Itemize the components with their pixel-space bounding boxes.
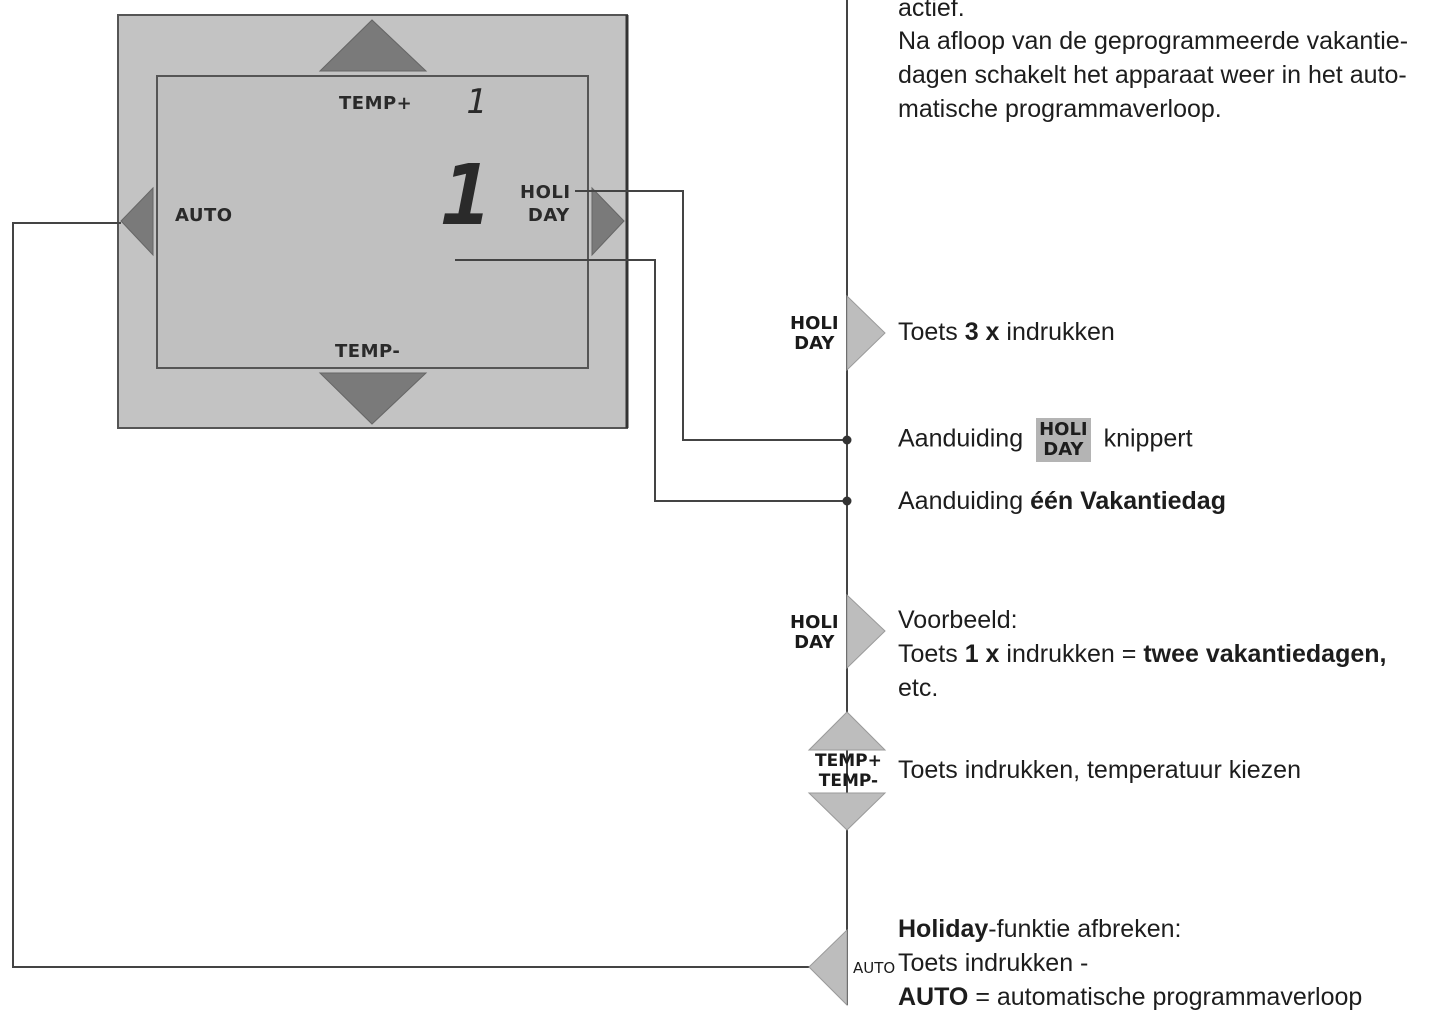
- lcd-holi-text: HOLI: [520, 182, 571, 203]
- step5-key-label: TEMP+ TEMP-: [815, 751, 882, 791]
- step4-key-line1: HOLI: [790, 612, 839, 633]
- step-auto-arrow: [808, 928, 848, 1007]
- step4-line-3: etc.: [898, 674, 939, 702]
- auto-button[interactable]: [120, 186, 154, 257]
- temp-minus-button[interactable]: [318, 372, 428, 425]
- step2-post: knippert: [1103, 424, 1193, 453]
- intro-line-1: actief.: [898, 0, 965, 22]
- lcd-day-text: DAY: [527, 205, 570, 226]
- temp-plus-button[interactable]: [318, 19, 428, 72]
- step1-post: indrukken: [999, 318, 1115, 346]
- step4-l2-mid: indrukken =: [999, 640, 1144, 668]
- step5-text: Toets indrukken, temperatuur kiezen: [898, 756, 1301, 784]
- step6-line-3: AUTO = automatische programmaverloop: [898, 980, 1362, 1014]
- intro-line-3: dagen schakelt het apparaat weer in het …: [898, 61, 1407, 89]
- step4-line-2: Toets 1 x indrukken = twee vakantiedagen…: [898, 637, 1386, 671]
- step6-l1-rest: -funktie afbreken:: [988, 915, 1182, 943]
- auto-connector: [12, 222, 812, 968]
- step-holiday-arrow-2: [846, 593, 886, 670]
- step5-key-line2: TEMP-: [818, 771, 879, 791]
- step4-l2-pre: Toets: [898, 640, 965, 668]
- step1-text: Toets 3 x indrukken: [898, 315, 1115, 349]
- digit-connector: [455, 259, 847, 502]
- badge-day: DAY: [1043, 439, 1084, 460]
- step-temp-down-arrow: [807, 792, 887, 831]
- step-temp-up-arrow: [807, 711, 887, 751]
- step1-key-line1: HOLI: [790, 313, 839, 334]
- step1-pre: Toets: [898, 318, 965, 346]
- step3-text: Aanduiding één Vakantiedag: [898, 484, 1226, 518]
- step4-line-1: Voorbeeld:: [898, 606, 1018, 634]
- holiday-connector: [575, 190, 847, 441]
- holiday-button[interactable]: [591, 186, 625, 257]
- step4-l2-bold2: twee vakantiedagen,: [1143, 640, 1387, 668]
- step3-bold: één Vakantiedag: [1030, 487, 1226, 515]
- step2-pre: Aanduiding: [898, 424, 1024, 453]
- lcd-auto-label: AUTO: [175, 205, 233, 226]
- step1-key-line2: DAY: [794, 333, 835, 354]
- step6-line-2: Toets indrukken -: [898, 949, 1089, 977]
- intro-line-2: Na afloop van de geprogrammeerde vakanti…: [898, 27, 1409, 55]
- step6-l1-bold: Holiday: [898, 915, 989, 943]
- step4-key-label: HOLI DAY: [790, 613, 839, 653]
- intro-line-4: matische programmaverloop.: [898, 95, 1222, 123]
- lcd-temp-minus-label: TEMP-: [335, 341, 401, 362]
- lcd-holiday-label: HOLI DAY: [520, 181, 571, 227]
- lcd-digit-large: 1: [441, 146, 492, 244]
- step4-l2-bold1: 1 x: [964, 640, 1000, 668]
- badge-holi: HOLI: [1039, 419, 1088, 440]
- step4-key-line2: DAY: [794, 632, 835, 653]
- step1-key-label: HOLI DAY: [790, 314, 839, 354]
- lcd-display: [156, 75, 589, 369]
- step3-pre: Aanduiding: [898, 487, 1031, 515]
- step6-line-1: Holiday-funktie afbreken:: [898, 912, 1181, 946]
- step-holiday-arrow-1: [846, 294, 886, 372]
- step6-key-label: AUTO: [853, 959, 896, 977]
- lcd-digit-small: 1: [466, 82, 487, 122]
- step5-key-line1: TEMP+: [815, 751, 882, 771]
- step6-l3-rest: = automatische programmaverloop: [968, 983, 1363, 1011]
- lcd-temp-plus-label: TEMP+: [339, 93, 413, 114]
- step6-l3-bold: AUTO: [898, 983, 969, 1011]
- step1-bold: 3 x: [964, 318, 1000, 346]
